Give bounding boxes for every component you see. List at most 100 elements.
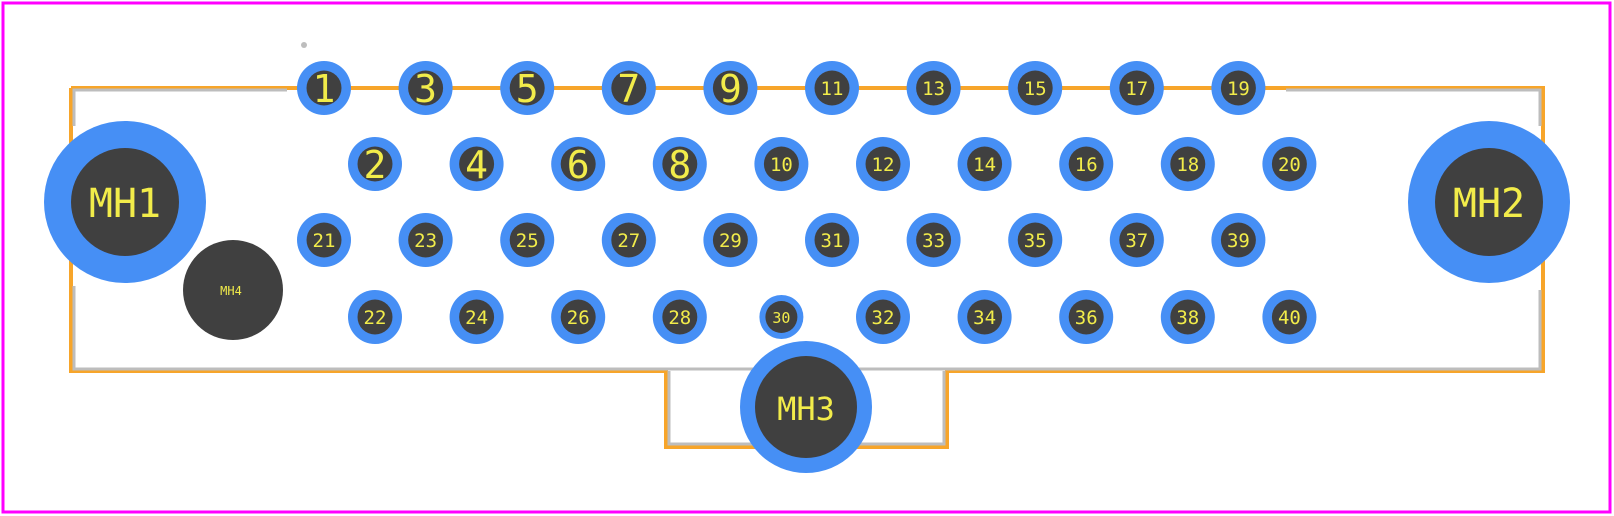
drill-hole	[1017, 222, 1053, 258]
pin-19: 19	[1211, 61, 1266, 115]
mounting-hole-mh4: MH4	[183, 240, 283, 340]
pin-22: 22	[348, 290, 402, 344]
pin-label: 24	[465, 307, 488, 329]
pin-label: 16	[1075, 154, 1098, 176]
drill-hole	[712, 70, 748, 106]
drill-hole	[459, 146, 495, 182]
drill-hole	[408, 222, 444, 258]
pin-label: 6	[567, 143, 590, 187]
drill-hole	[1119, 222, 1155, 258]
pin-label: 3	[414, 67, 437, 111]
pin-25: 25	[500, 213, 555, 267]
drill-hole	[814, 222, 850, 258]
pin-7: 7	[601, 61, 656, 115]
drill-hole	[763, 146, 799, 182]
drill-hole	[560, 299, 596, 335]
pin-26: 26	[551, 290, 606, 344]
pin-label: 28	[668, 307, 691, 329]
pin-6: 6	[551, 137, 606, 191]
drill-hole	[916, 70, 952, 106]
pin-5: 5	[500, 61, 555, 115]
pin-label: 9	[719, 67, 742, 111]
drill-hole	[560, 146, 596, 182]
pin-30: 30	[759, 295, 804, 339]
pin-label: 29	[719, 230, 742, 252]
pin-label: 18	[1176, 154, 1199, 176]
pin-label: 25	[516, 230, 539, 252]
drill-hole	[1220, 222, 1256, 258]
drill-hole	[509, 222, 545, 258]
pin-label: 1	[313, 67, 336, 111]
pin-label: 38	[1176, 307, 1199, 329]
pin-label: 21	[313, 230, 336, 252]
drill-hole	[459, 299, 495, 335]
pin-13: 13	[906, 61, 961, 115]
pin-label: 15	[1024, 78, 1047, 100]
pin-39: 39	[1211, 213, 1266, 267]
pin-16: 16	[1059, 137, 1114, 191]
pin-18: 18	[1160, 137, 1215, 191]
drill-hole	[865, 299, 901, 335]
drill-hole	[916, 222, 952, 258]
pin-label: 30	[772, 309, 790, 327]
mounting-hole-mh1: MH1	[44, 121, 206, 283]
pin-3: 3	[398, 61, 453, 115]
pin-35: 35	[1008, 213, 1063, 267]
drill-hole	[662, 299, 698, 335]
mh2-label: MH2	[1453, 181, 1525, 227]
pin-36: 36	[1059, 290, 1114, 344]
pin-label: 14	[973, 154, 996, 176]
pin-label: 27	[617, 230, 640, 252]
pin-label: 2	[364, 143, 387, 187]
drill-hole	[357, 146, 393, 182]
mh3-label: MH3	[777, 390, 835, 428]
pin-label: 22	[364, 307, 387, 329]
pin-31: 31	[805, 213, 859, 267]
pin-23: 23	[398, 213, 453, 267]
drill-hole	[1271, 146, 1307, 182]
pin-9: 9	[703, 61, 758, 115]
drill-hole	[712, 222, 748, 258]
drill-hole	[306, 70, 342, 106]
drill-hole	[1068, 146, 1104, 182]
drill-hole	[1068, 299, 1104, 335]
pin-label: 35	[1024, 230, 1047, 252]
pin-20: 20	[1262, 137, 1317, 191]
drill-hole	[306, 222, 342, 258]
drill-hole	[611, 70, 647, 106]
mounting-hole-mh2: MH2	[1408, 121, 1570, 283]
drill-hole	[1119, 70, 1155, 106]
pin-label: 39	[1227, 230, 1250, 252]
pin-label: 13	[922, 78, 945, 100]
pin-8: 8	[652, 137, 707, 191]
pin-label: 20	[1278, 154, 1301, 176]
pin-28: 28	[652, 290, 707, 344]
pin-11: 11	[805, 61, 859, 115]
pin-37: 37	[1109, 213, 1164, 267]
drill-hole	[865, 146, 901, 182]
pin-21: 21	[297, 213, 351, 267]
pin-27: 27	[601, 213, 656, 267]
pin-33: 33	[906, 213, 961, 267]
drill-hole	[765, 301, 798, 333]
mh1-label: MH1	[89, 181, 161, 227]
pin-label: 12	[872, 154, 895, 176]
drill-hole	[1170, 299, 1206, 335]
pin-label: 40	[1278, 307, 1301, 329]
pin-38: 38	[1160, 290, 1215, 344]
pin-4: 4	[449, 137, 504, 191]
mounting-hole-mh3: MH3	[740, 341, 872, 473]
pin-34: 34	[957, 290, 1012, 344]
pin-label: 36	[1075, 307, 1098, 329]
pin-label: 5	[516, 67, 539, 111]
pin-label: 17	[1125, 78, 1148, 100]
pin-40: 40	[1262, 290, 1317, 344]
pin-label: 8	[668, 143, 691, 187]
pin-label: 4	[465, 143, 488, 187]
pin-32: 32	[856, 290, 910, 344]
pin-29: 29	[703, 213, 758, 267]
drill-hole	[1271, 299, 1307, 335]
